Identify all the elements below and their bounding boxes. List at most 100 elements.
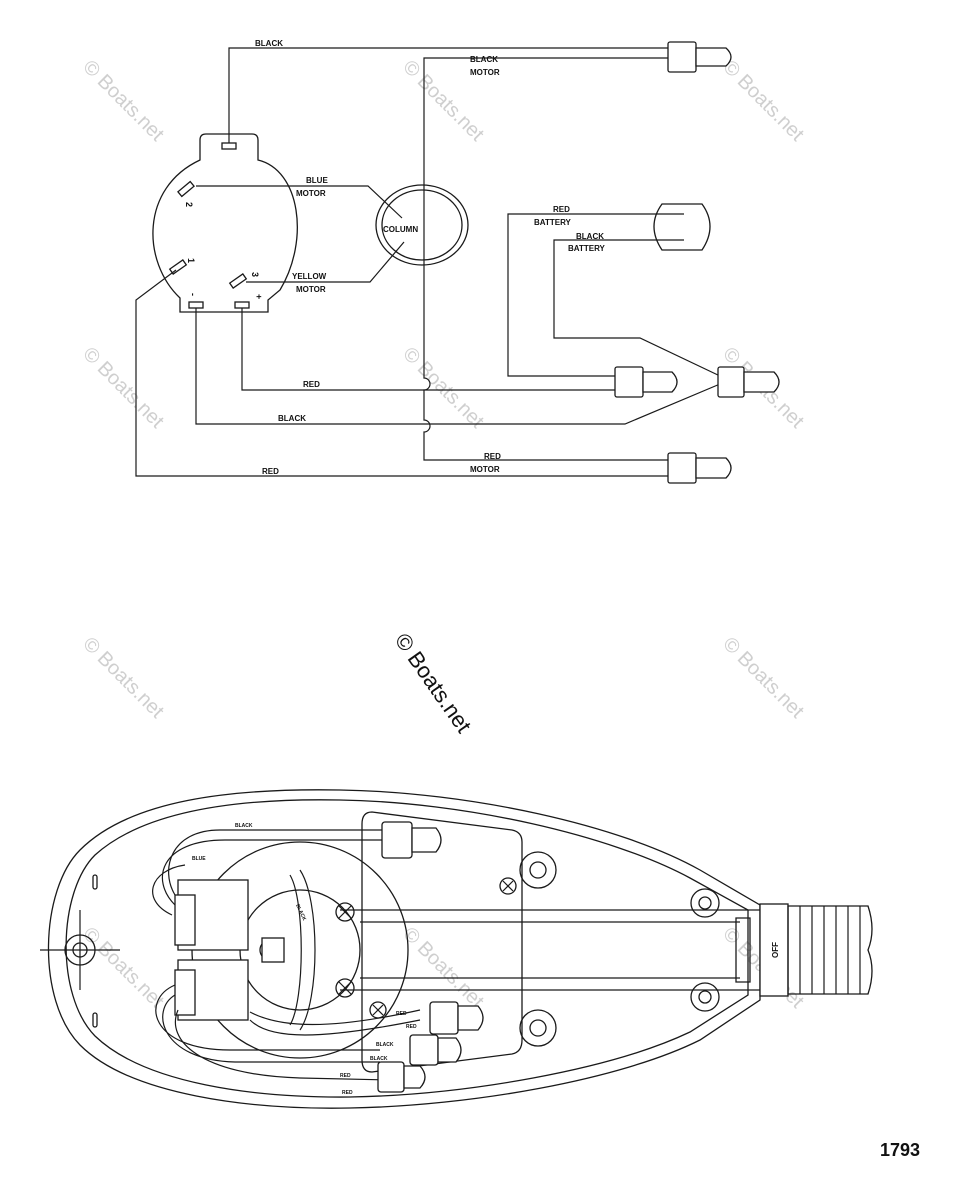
head-wire (152, 864, 186, 916)
watermark-text: © Boats.net (718, 56, 808, 146)
mount-boss (519, 1009, 557, 1047)
watermark-center: © Boats.net (390, 629, 477, 738)
head-connector (377, 1061, 426, 1093)
pin-label-3: 3 (250, 272, 260, 277)
switch-terminal-1 (168, 259, 188, 275)
head-label-red-4: RED (342, 1090, 353, 1096)
head-label-blue: BLUE (192, 856, 206, 862)
watermark-text: © Boats.net (398, 923, 488, 1013)
label-red-plus: RED (303, 380, 320, 389)
pin-label-plus: + (254, 294, 264, 299)
watermark-text: © Boats.net (78, 56, 168, 146)
battery-symbol (653, 203, 711, 251)
tiller-shaft-inner (360, 921, 740, 979)
mount-boss (690, 982, 720, 1012)
head-wire (249, 1019, 421, 1036)
head-label-black-side: BLACK (294, 903, 307, 922)
connector-black-top (667, 41, 732, 73)
watermark-text: © Boats.net (398, 343, 488, 433)
switch-housing-front (174, 894, 196, 946)
screw (369, 1001, 387, 1019)
head-wire (168, 829, 395, 896)
switch-terminal-plus (234, 301, 250, 309)
label-black-top: BLACK (255, 39, 283, 48)
connector-black-battery (717, 366, 780, 398)
pin-label-minus: - (188, 293, 198, 296)
head-wire (289, 874, 302, 1026)
watermark-text: © Boats.net (78, 633, 168, 723)
tiller-shaft (340, 909, 760, 991)
switch-terminal-2 (177, 180, 195, 198)
mount-boss (519, 851, 557, 889)
watermark-text: © Boats.net (78, 343, 168, 433)
label-black-battery-color: BLACK (576, 232, 604, 241)
cover-plate (361, 811, 523, 1073)
label-column: COLUMN (383, 225, 418, 234)
head-wire (162, 994, 380, 1063)
connector-red-motor (667, 452, 732, 484)
schematic: 2 1 3 - + COLUMN (135, 39, 780, 484)
head-connector (409, 1034, 462, 1066)
head-connector (429, 1001, 484, 1035)
head-wire (155, 984, 380, 1051)
label-red-bottom: RED (262, 467, 279, 476)
head-label-red-1: RED (396, 1011, 407, 1017)
head-wire (161, 839, 390, 906)
nose-slot (92, 874, 98, 890)
head-outer-shell (47, 789, 761, 1109)
label-red-motor-dest: MOTOR (470, 465, 500, 474)
switch-housing-front-2 (174, 969, 196, 1016)
label-black-minus: BLACK (278, 414, 306, 423)
head-label-black-3: BLACK (370, 1056, 388, 1062)
column-ring-outer (375, 184, 469, 266)
control-head-illustration: OFF BLACK BLUE BLACK RED RED BLACK BLACK… (40, 789, 873, 1109)
head-wire (249, 1009, 421, 1026)
motor-hub-block (261, 937, 285, 963)
wire-black-top (228, 47, 668, 143)
head-label-red-3: RED (340, 1073, 351, 1079)
label-red-battery-color: RED (553, 205, 570, 214)
wire-black-minus (195, 308, 721, 425)
head-label-red-2: RED (406, 1024, 417, 1030)
watermark-text: © Boats.net (78, 923, 168, 1013)
wire-black-motor (423, 57, 668, 461)
head-label-black-2: BLACK (376, 1042, 394, 1048)
watermark-text: © Boats.net (718, 633, 808, 723)
head-wire (299, 869, 316, 1031)
column-ring-inner (381, 189, 463, 261)
switch-body (152, 133, 298, 313)
switch-terminal-minus (188, 301, 204, 309)
figure-number: 1793 (880, 1140, 920, 1160)
wire-black-battery (553, 239, 721, 377)
wire-red-battery (507, 213, 684, 377)
head-wire (174, 1009, 391, 1081)
twist-grip (787, 905, 873, 995)
label-red-battery-dest: BATTERY (534, 218, 572, 227)
switch-terminal-top (221, 142, 237, 150)
label-off: OFF (771, 942, 780, 958)
label-black-motor-color: BLACK (470, 55, 498, 64)
switch-terminal-3 (228, 273, 248, 289)
wire-red-pin1 (135, 269, 668, 477)
head-inner-shell (65, 799, 749, 1098)
tiller-clip (735, 917, 751, 983)
wire-red-plus (241, 308, 615, 391)
label-black-motor-dest: MOTOR (470, 68, 500, 77)
screw (499, 877, 517, 895)
mount-boss (690, 888, 720, 918)
label-yellow-motor-color: YELLOW (292, 272, 327, 281)
label-yellow-motor-dest: MOTOR (296, 285, 326, 294)
label-red-motor-color: RED (484, 452, 501, 461)
wire-yellow-motor (246, 241, 405, 283)
wire-blue-motor (196, 185, 403, 219)
label-black-battery-dest: BATTERY (568, 244, 606, 253)
label-blue-motor-color: BLUE (306, 176, 328, 185)
head-connector (381, 821, 442, 859)
head-label-black: BLACK (235, 823, 253, 829)
connector-red-battery (614, 366, 678, 398)
nose-slot (92, 1012, 98, 1028)
pin-label-1: 1 (186, 258, 196, 263)
label-blue-motor-dest: MOTOR (296, 189, 326, 198)
screw (335, 902, 355, 922)
